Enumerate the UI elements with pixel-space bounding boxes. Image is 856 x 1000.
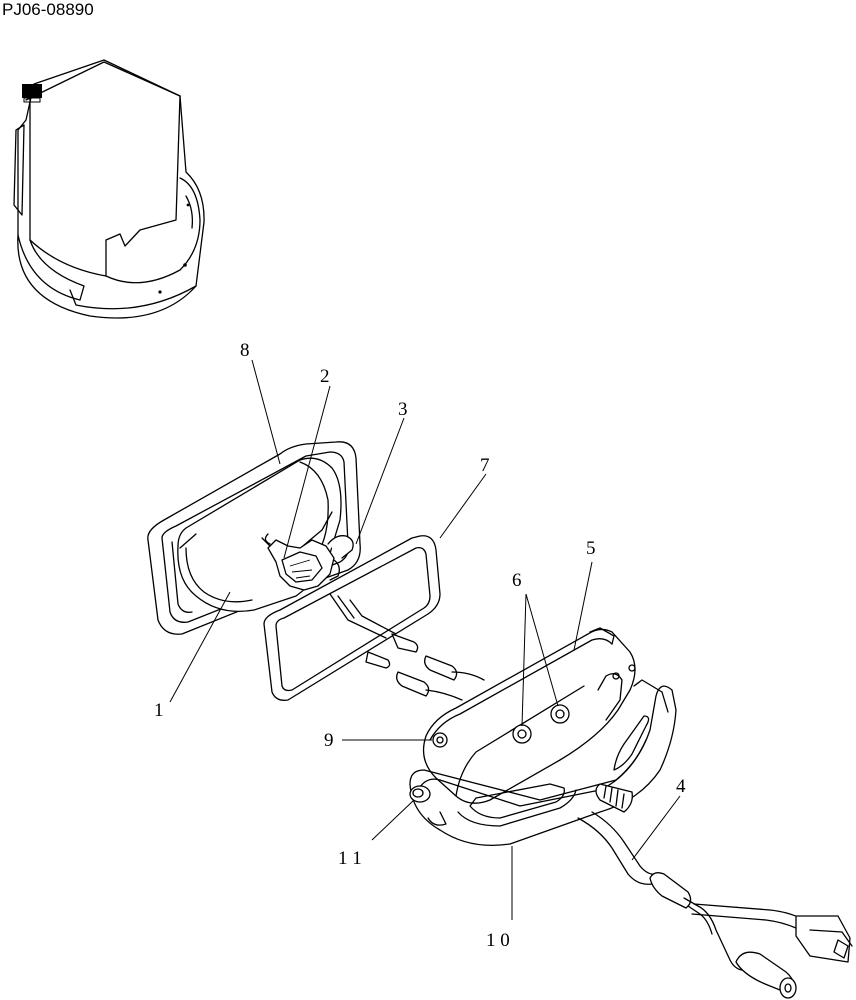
callout-5: 5 <box>586 538 596 559</box>
leader-lines <box>169 359 681 920</box>
callout-4: 4 <box>676 776 686 797</box>
callout-3: 3 <box>398 399 408 420</box>
square-connector <box>795 915 853 963</box>
part-10-bracket <box>409 679 677 847</box>
part-2-bulb <box>264 533 335 591</box>
drawing-code: PJ06-08890 <box>2 0 94 19</box>
callout-10: 1 0 <box>486 930 510 951</box>
callout-2: 2 <box>320 366 330 387</box>
adjuster-knob <box>595 783 633 813</box>
part-4-cable <box>577 811 801 971</box>
part-6-nuts <box>512 704 570 744</box>
part-5-housing <box>422 627 636 804</box>
part-9-screw <box>432 732 448 748</box>
callout-11: 1 1 <box>338 848 362 869</box>
part-7-gasket <box>263 535 441 701</box>
callout-1: 1 <box>154 700 164 721</box>
callout-6: 6 <box>512 570 522 591</box>
connector-pins <box>329 593 485 701</box>
round-connector <box>735 951 797 999</box>
assembled-lamp-view <box>13 59 205 319</box>
callout-9: 9 <box>324 730 334 751</box>
part-11-knob <box>409 785 431 803</box>
callout-labels: 8 2 3 7 5 6 9 1 1 1 1 0 4 <box>154 340 686 951</box>
callout-7: 7 <box>480 455 490 476</box>
callout-8: 8 <box>240 340 250 361</box>
part-3-socket-wire <box>327 535 354 581</box>
